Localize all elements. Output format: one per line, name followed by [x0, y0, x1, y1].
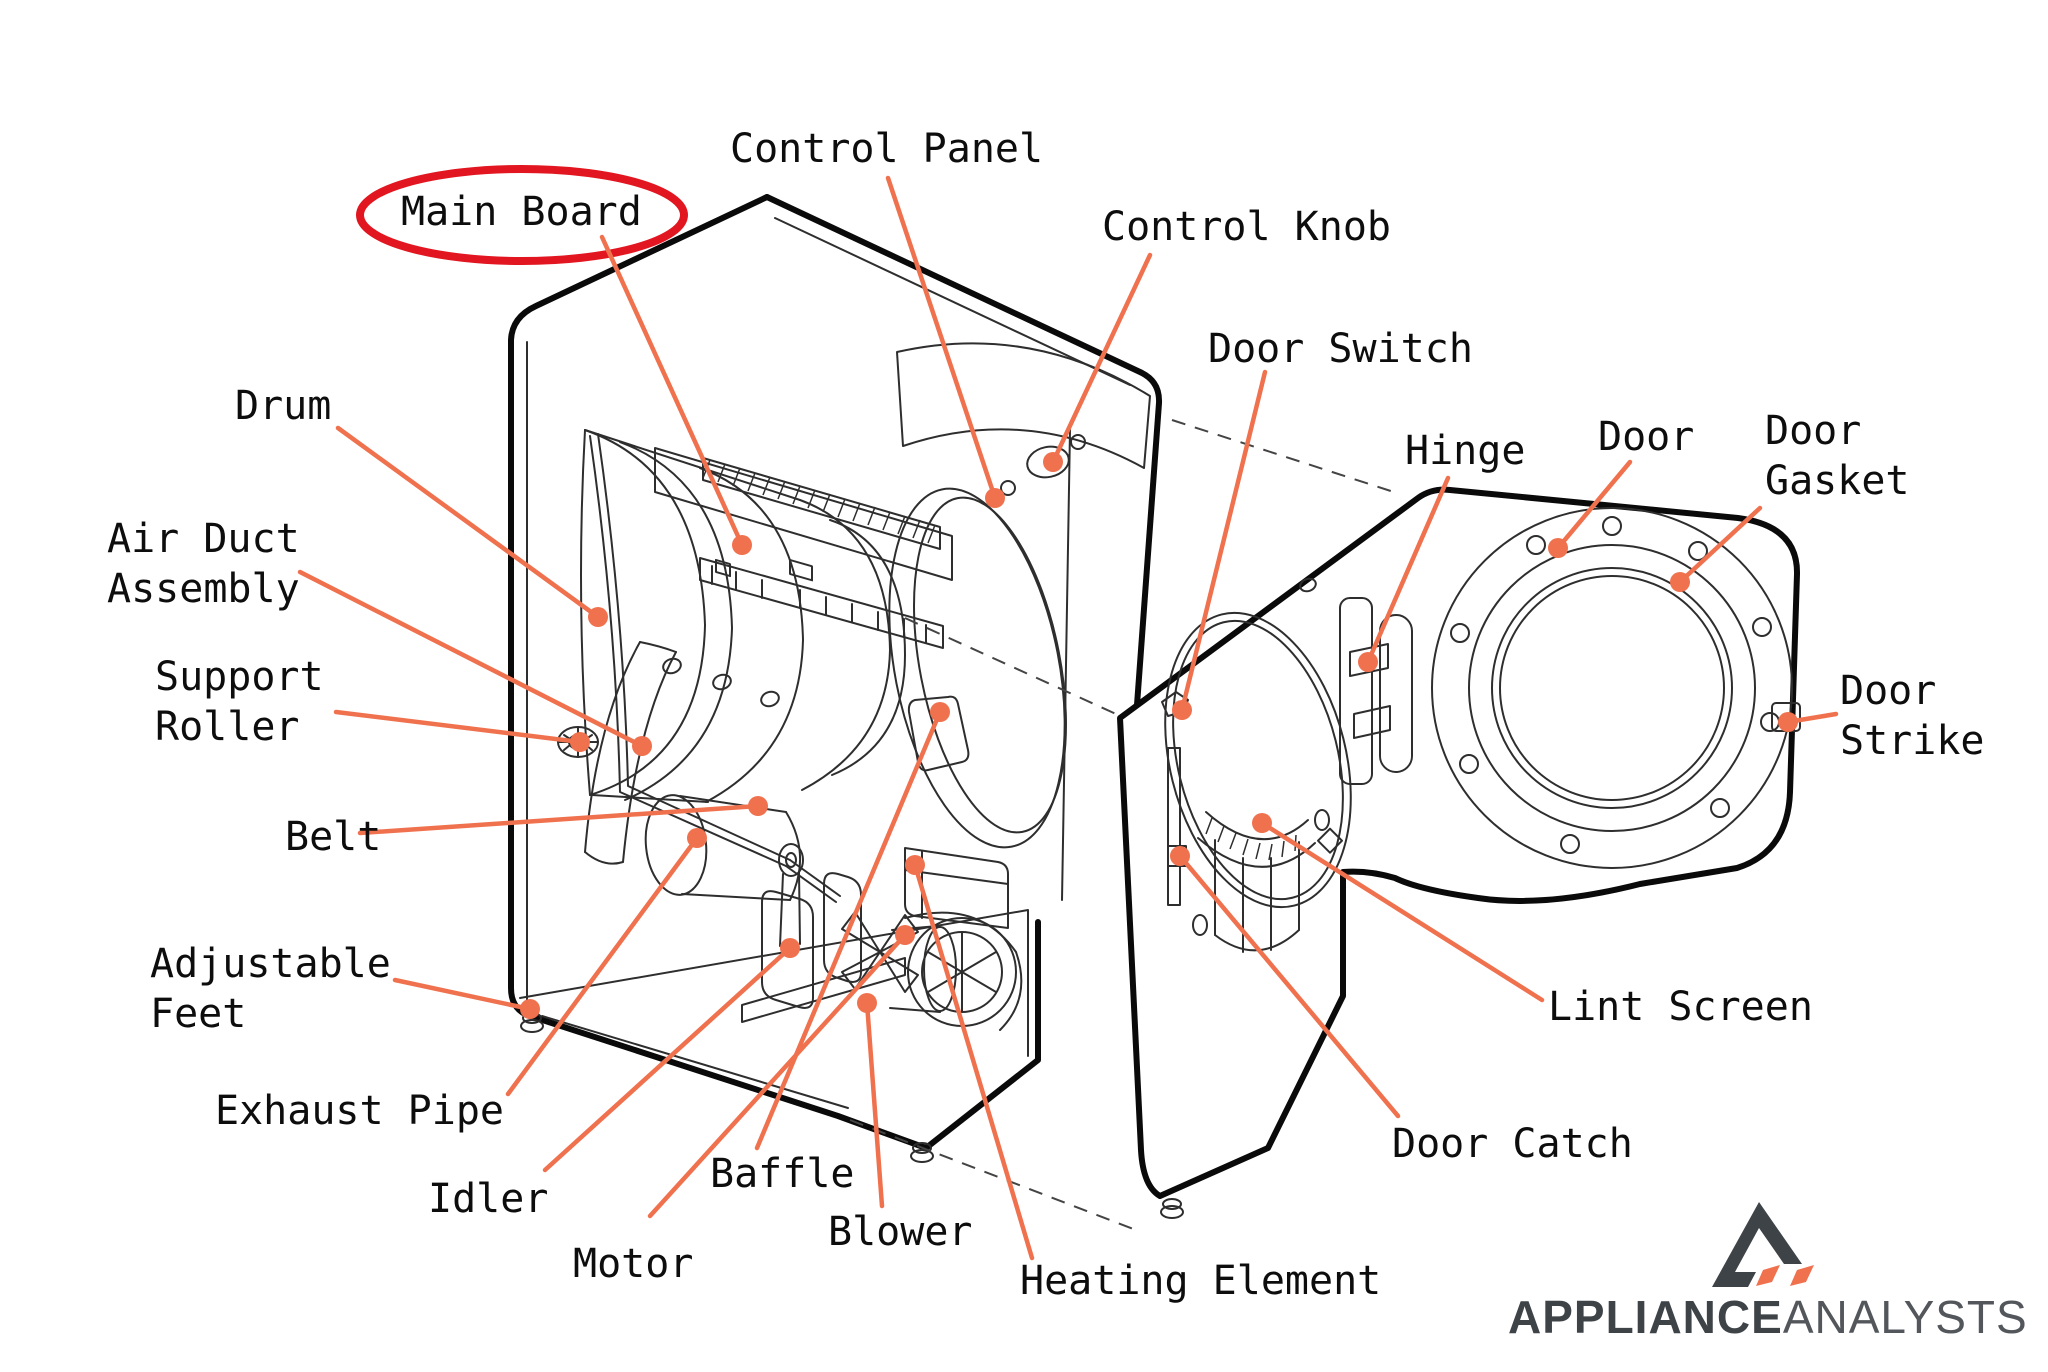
label-door: Door [1598, 414, 1695, 460]
label-control-panel: Control Panel [730, 126, 1044, 172]
leader-line-blower [864, 1000, 885, 1209]
label-adjustable-feet: Adjustable Feet [150, 941, 391, 1037]
label-hinge: Hinge [1405, 428, 1526, 474]
leader-line-exhaust-pipe [505, 835, 700, 1097]
logo-mountain-icon [1712, 1202, 1814, 1287]
leader-line-motor [647, 932, 908, 1219]
leader-line-door [1555, 459, 1633, 551]
leader-dot-hinge [1358, 652, 1378, 672]
leader-dot-control-knob [1043, 452, 1063, 472]
leader-dot-baffle [930, 702, 950, 722]
label-motor: Motor [573, 1241, 694, 1287]
leader-line-door-switch [1179, 369, 1268, 713]
label-lint-screen: Lint Screen [1548, 984, 1813, 1030]
hinge-bracket [1339, 597, 1413, 785]
blower-fan-part [841, 911, 919, 993]
blower-housing-part [904, 911, 1023, 1031]
door-gasket-ring [1468, 544, 1756, 832]
label-belt: Belt [285, 814, 382, 860]
leader-line-drum [335, 425, 601, 620]
label-door-catch: Door Catch [1392, 1121, 1633, 1167]
leader-dot-control-panel [985, 488, 1005, 508]
leader-dot-door-strike [1778, 712, 1798, 732]
label-door-switch: Door Switch [1208, 326, 1473, 372]
exhaust-pipe-part [644, 794, 801, 901]
dashed-projection-lines [849, 419, 1401, 1231]
label-exhaust-pipe: Exhaust Pipe [215, 1088, 504, 1134]
brand-analysts: ANALYSTS [1782, 1291, 2028, 1343]
leader-dot-door-switch [1172, 700, 1192, 720]
leader-line-air-duct-assembly [297, 569, 645, 749]
leader-line-main-board [599, 234, 745, 548]
label-baffle: Baffle [710, 1151, 855, 1197]
leader-line-belt [357, 803, 761, 836]
leader-line-hinge [1365, 475, 1451, 665]
leader-line-lint-screen [1259, 820, 1545, 1003]
leader-line-door-gasket [1677, 505, 1763, 585]
leader-line-door-catch [1177, 853, 1401, 1119]
leader-dot-adjustable-feet [520, 999, 540, 1019]
door-panel [1431, 507, 1801, 869]
label-door-gasket: Door Gasket [1765, 408, 1910, 504]
belt-part [589, 433, 841, 903]
leader-dot-belt [748, 796, 768, 816]
brand-logo: APPLIANCEANALYSTS [1508, 1290, 2028, 1344]
idler-part [778, 843, 804, 947]
leader-line-control-panel [885, 175, 998, 501]
leader-dot-support-roller [570, 732, 590, 752]
leader-line-control-knob [1050, 252, 1153, 465]
label-drum: Drum [235, 383, 332, 429]
label-main-board: Main Board [401, 189, 642, 235]
leader-dot-heating-element [905, 855, 925, 875]
leader-dot-blower [857, 993, 877, 1013]
leader-dot-lint-screen [1252, 813, 1272, 833]
label-door-strike: Door Strike [1840, 668, 1985, 764]
leader-line-support-roller [333, 709, 583, 745]
leader-dot-idler [780, 938, 800, 958]
cabinet-interior-lines [519, 217, 1131, 1109]
leader-dot-motor [895, 925, 915, 945]
leader-dot-exhaust-pipe [687, 828, 707, 848]
label-air-duct-assembly: Air Duct Assembly [107, 516, 300, 612]
leader-line-adjustable-feet [392, 977, 533, 1012]
label-blower: Blower [828, 1209, 973, 1255]
leader-line-baffle [754, 709, 943, 1151]
door-screw-holes [1450, 516, 1780, 854]
leader-dot-main-board [732, 535, 752, 555]
leader-dot-air-duct-assembly [632, 736, 652, 756]
leader-dot-door-gasket [1670, 572, 1690, 592]
brand-appliance: APPLIANCE [1508, 1291, 1783, 1343]
baffle-part [907, 695, 970, 772]
label-idler: Idler [428, 1176, 549, 1222]
leader-dot-door-catch [1170, 846, 1190, 866]
leader-line-idler [542, 945, 793, 1173]
leader-line-heating-element [912, 862, 1035, 1261]
leader-dot-door [1548, 538, 1568, 558]
leader-dot-drum [588, 607, 608, 627]
label-support-roller: Support Roller [155, 654, 324, 750]
highlight-ellipse-main-board [356, 165, 688, 265]
bulkhead-panel [1161, 577, 1352, 936]
label-heating-element: Heating Element [1020, 1258, 1382, 1304]
label-control-knob: Control Knob [1102, 204, 1391, 250]
